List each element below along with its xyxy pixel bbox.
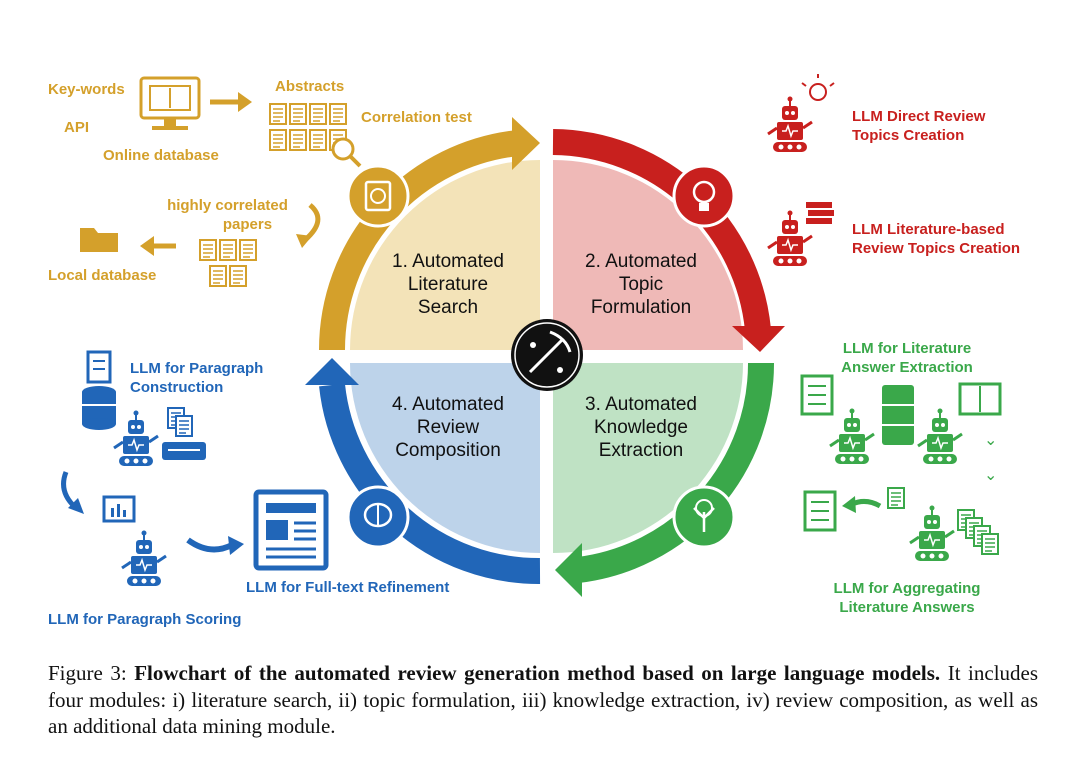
database-icon [82, 386, 116, 430]
caption-bold: Flowchart of the automated review genera… [134, 661, 940, 685]
newspaper-icon [256, 492, 326, 568]
llm-fulltext-refinement-label: LLM for Full-text Refinement [246, 578, 449, 597]
robot-icon [768, 97, 812, 153]
robot-icon [122, 531, 166, 587]
llm-paragraph-construction-label: LLM for Paragraph Construction [130, 359, 263, 397]
computer-book-icon [141, 78, 199, 130]
robot-icon [830, 409, 874, 465]
keywords-label: Key-words [48, 80, 125, 99]
documents-icon [168, 408, 192, 436]
checklist-icon [88, 352, 110, 382]
quadrant-4-title: 4. Automated Review Composition [363, 393, 533, 462]
robot-icon [114, 411, 158, 467]
chevron-down-icon: ⌄ [984, 465, 997, 484]
robot-icon [918, 409, 962, 465]
abstracts-label: Abstracts [275, 77, 344, 96]
lightbulb-icon [674, 166, 734, 226]
lightbulb-icon [802, 74, 834, 100]
green-curved-arrow [852, 501, 880, 506]
correlation-test-label: Correlation test [361, 108, 472, 127]
quadrant-3-title: 3. Automated Knowledge Extraction [556, 393, 726, 462]
documents-icon [958, 510, 998, 554]
caption-prefix: Figure 3: [48, 661, 127, 685]
chart-board-icon [104, 497, 134, 521]
typewriter-icon [162, 442, 206, 460]
llm-aggregating-label: LLM for Aggregating Literature Answers [812, 579, 1002, 617]
folder-icon [80, 228, 118, 252]
api-label: API [64, 118, 89, 137]
mining-icon [511, 319, 583, 391]
tree-icon [674, 487, 734, 547]
llm-direct-review-label: LLM Direct Review Topics Creation [852, 107, 985, 145]
open-book-icon [960, 384, 1000, 414]
llm-literature-based-label: LLM Literature-based Review Topics Creat… [852, 220, 1020, 258]
local-database-label: Local database [48, 266, 156, 285]
quadrant-2-title: 2. Automated Topic Formulation [556, 250, 726, 319]
checklist-icon [805, 492, 835, 530]
books-icon [806, 202, 834, 224]
quadrant-1-title: 1. Automated Literature Search [363, 250, 533, 319]
documents-icon [200, 240, 256, 286]
online-database-label: Online database [103, 146, 219, 165]
brain-icon [348, 487, 408, 547]
magnifier-icon [333, 139, 360, 166]
gold-arrow-right [238, 92, 252, 112]
blue-arrow-right [188, 540, 232, 549]
highly-correlated-label: highly correlated papers [150, 196, 305, 234]
llm-answer-extraction-label: LLM for Literature Answer Extraction [812, 339, 1002, 377]
documents-icon [888, 488, 904, 508]
figure-caption: Figure 3: Flowchart of the automated rev… [48, 660, 1038, 740]
literature-ai-icon [348, 166, 408, 226]
chevron-down-icon: ⌄ [984, 430, 997, 449]
robot-icon [768, 211, 812, 267]
database-icon [882, 385, 914, 445]
gold-arrow-left [140, 236, 154, 256]
gold-curved-arrow [305, 205, 318, 240]
llm-paragraph-scoring-label: LLM for Paragraph Scoring [48, 610, 241, 629]
robot-icon [910, 506, 954, 562]
flowchart-diagram: ⌄ ⌄ [0, 0, 1080, 655]
checklist-icon [802, 376, 832, 414]
